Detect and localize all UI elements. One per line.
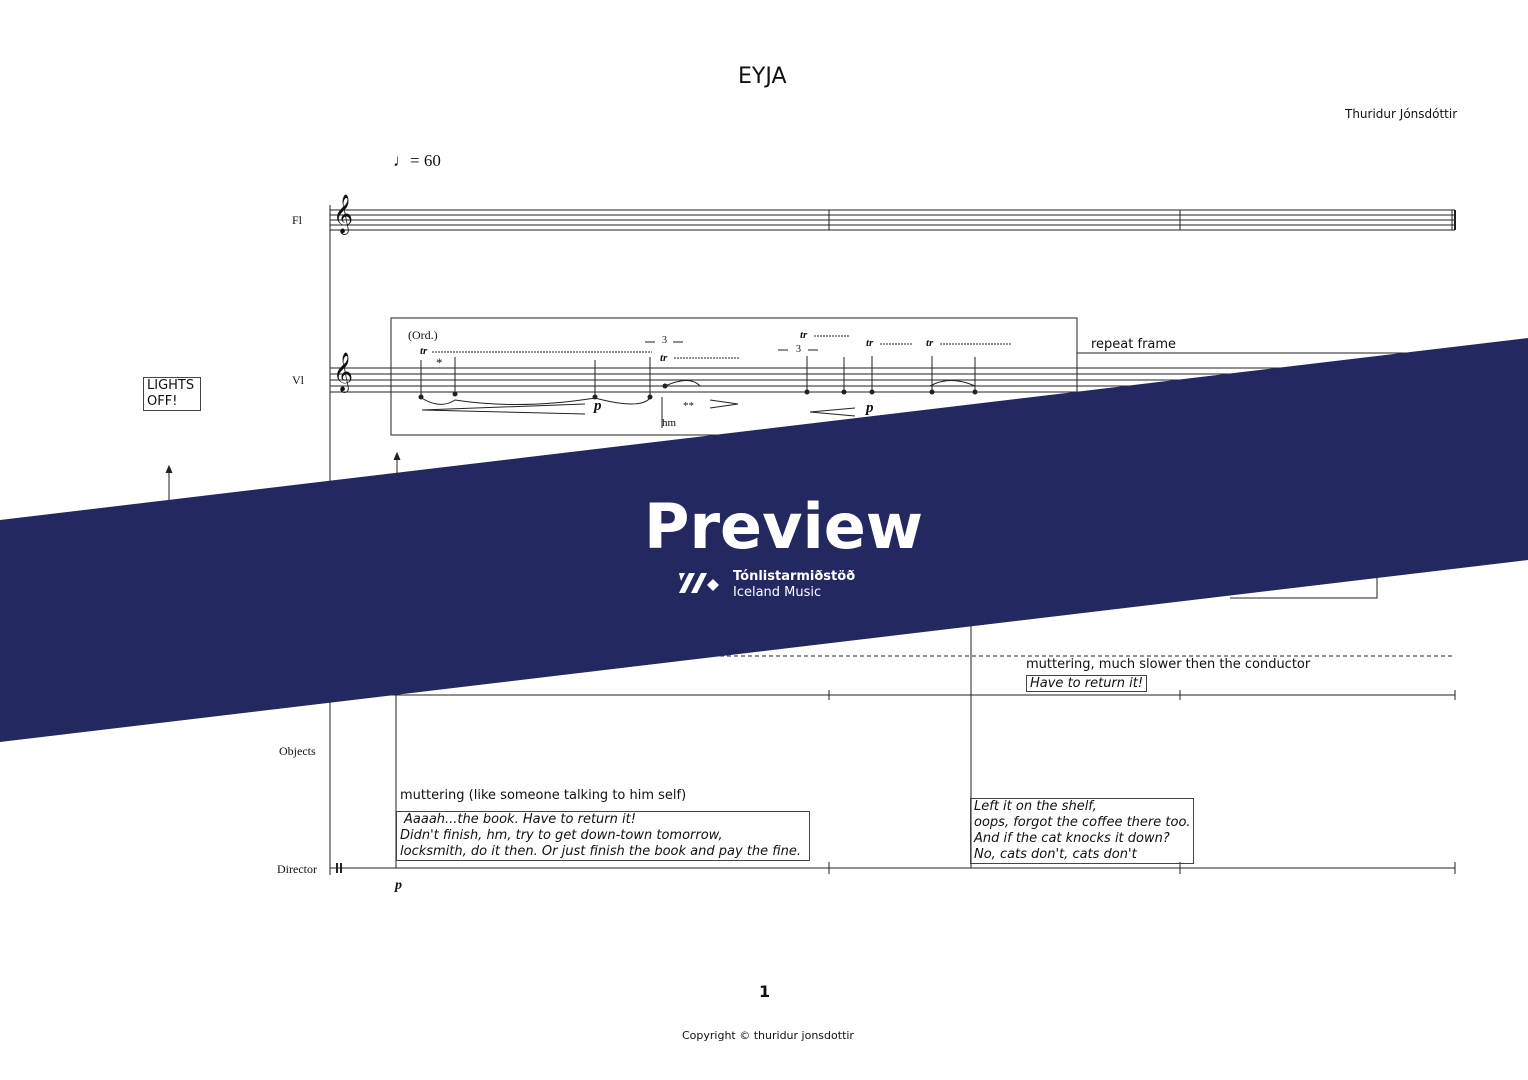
tuplet-number: 3 [662,335,667,346]
speech-line: Left it on the shelf, [974,799,1097,814]
objects-speech-box: Have to return it! [1026,675,1148,692]
ord-marking: (Ord.) [408,328,438,342]
trill-mark: tr [660,352,668,364]
page-number: 1 [759,982,771,1001]
trill-mark: tr [926,337,934,349]
brand-name-is: Tónlistarmiðstöð [733,569,856,584]
dynamic-p: p [866,400,874,416]
dynamic-p: p [594,398,602,414]
instrument-label-objects: Objects [279,744,316,758]
instrument-label-director: Director [277,862,317,876]
tempo-marking: ♩= 60 [393,151,441,171]
director-instruction: muttering (like someone talking to him s… [400,788,687,803]
double-asterisk-footnote: ** [683,400,694,412]
hm-text: hm [662,417,677,429]
asterisk-footnote: * [436,355,443,370]
iceland-music-logo: Tónlistarmiðstöð Iceland Music [677,569,855,600]
speech-line: And if the cat knocks it down? [974,831,1170,846]
speech-line: locksmith, do it then. Or just finish th… [400,844,802,859]
speech-line: No, cats don't, cats don't [974,847,1137,862]
repeat-frame-label: repeat frame [1091,337,1177,352]
flute-staff [330,209,1456,231]
instrument-label-vl: Vl [292,373,304,387]
quarter-note-icon: ♩ [393,151,410,170]
lights-off-cue: LIGHTS OFF! [143,377,201,411]
score-title: EYJA [738,64,787,89]
treble-clef-icon: 𝄞 [333,196,354,233]
director-speech-box-2: Left it on the shelf, oops, forgot the c… [970,798,1194,864]
speech-line: oops, forgot the coffee there too. [974,815,1191,830]
trill-mark: tr [866,337,874,349]
speech-line: Didn't finish, hm, try to get down-town … [400,828,723,843]
preview-label: Preview [644,490,924,563]
trill-mark: tr [800,329,808,341]
trill-mark: tr [420,345,428,357]
copyright-notice: Copyright © thuridur jonsdottir [682,1029,854,1042]
composer-name: Thuridur Jónsdóttir [1345,107,1458,121]
instrument-label-fl: Fl [292,213,303,227]
brand-name-en: Iceland Music [733,585,822,600]
objects-instruction: muttering, much slower then the conducto… [1026,657,1311,672]
tempo-value: = 60 [410,151,441,170]
iceland-music-logo-icon [679,573,719,593]
treble-clef-icon: 𝄞 [333,354,354,391]
director-speech-box-1: Aaaah...the book. Have to return it! Did… [396,811,810,861]
speech-line: Aaaah...the book. Have to return it! [404,812,636,827]
dynamic-p: p [395,878,402,893]
tuplet-number: 3 [796,344,801,355]
